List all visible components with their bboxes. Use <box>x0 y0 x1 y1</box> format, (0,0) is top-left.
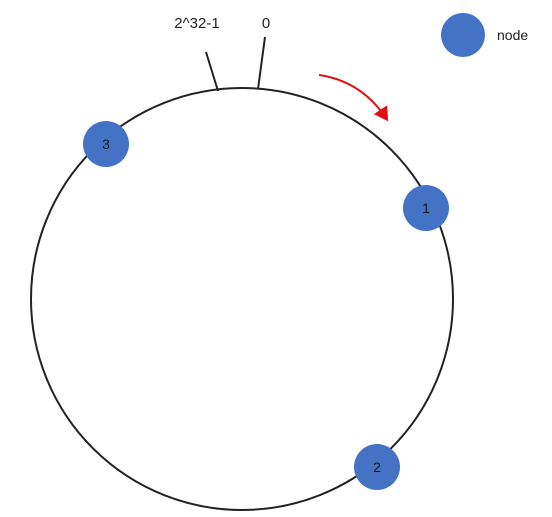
node-3: 3 <box>83 121 129 167</box>
node-3-circle <box>83 121 129 167</box>
clockwise-arrow <box>318 74 389 122</box>
legend-label: node <box>497 27 528 43</box>
node-1: 1 <box>403 185 449 231</box>
max-value-label: 2^32-1 <box>174 15 219 32</box>
legend: node <box>441 13 528 57</box>
node-1-circle <box>403 185 449 231</box>
zero-label: 0 <box>262 15 270 32</box>
node-3-label: 3 <box>102 136 110 152</box>
node-2: 2 <box>354 444 400 490</box>
node-1-label: 1 <box>422 200 430 216</box>
node-2-circle <box>354 444 400 490</box>
legend-node-swatch <box>441 13 485 57</box>
hash-ring <box>30 87 454 511</box>
max-value-tick <box>205 51 219 92</box>
zero-tick <box>257 36 266 90</box>
node-2-label: 2 <box>373 459 381 475</box>
